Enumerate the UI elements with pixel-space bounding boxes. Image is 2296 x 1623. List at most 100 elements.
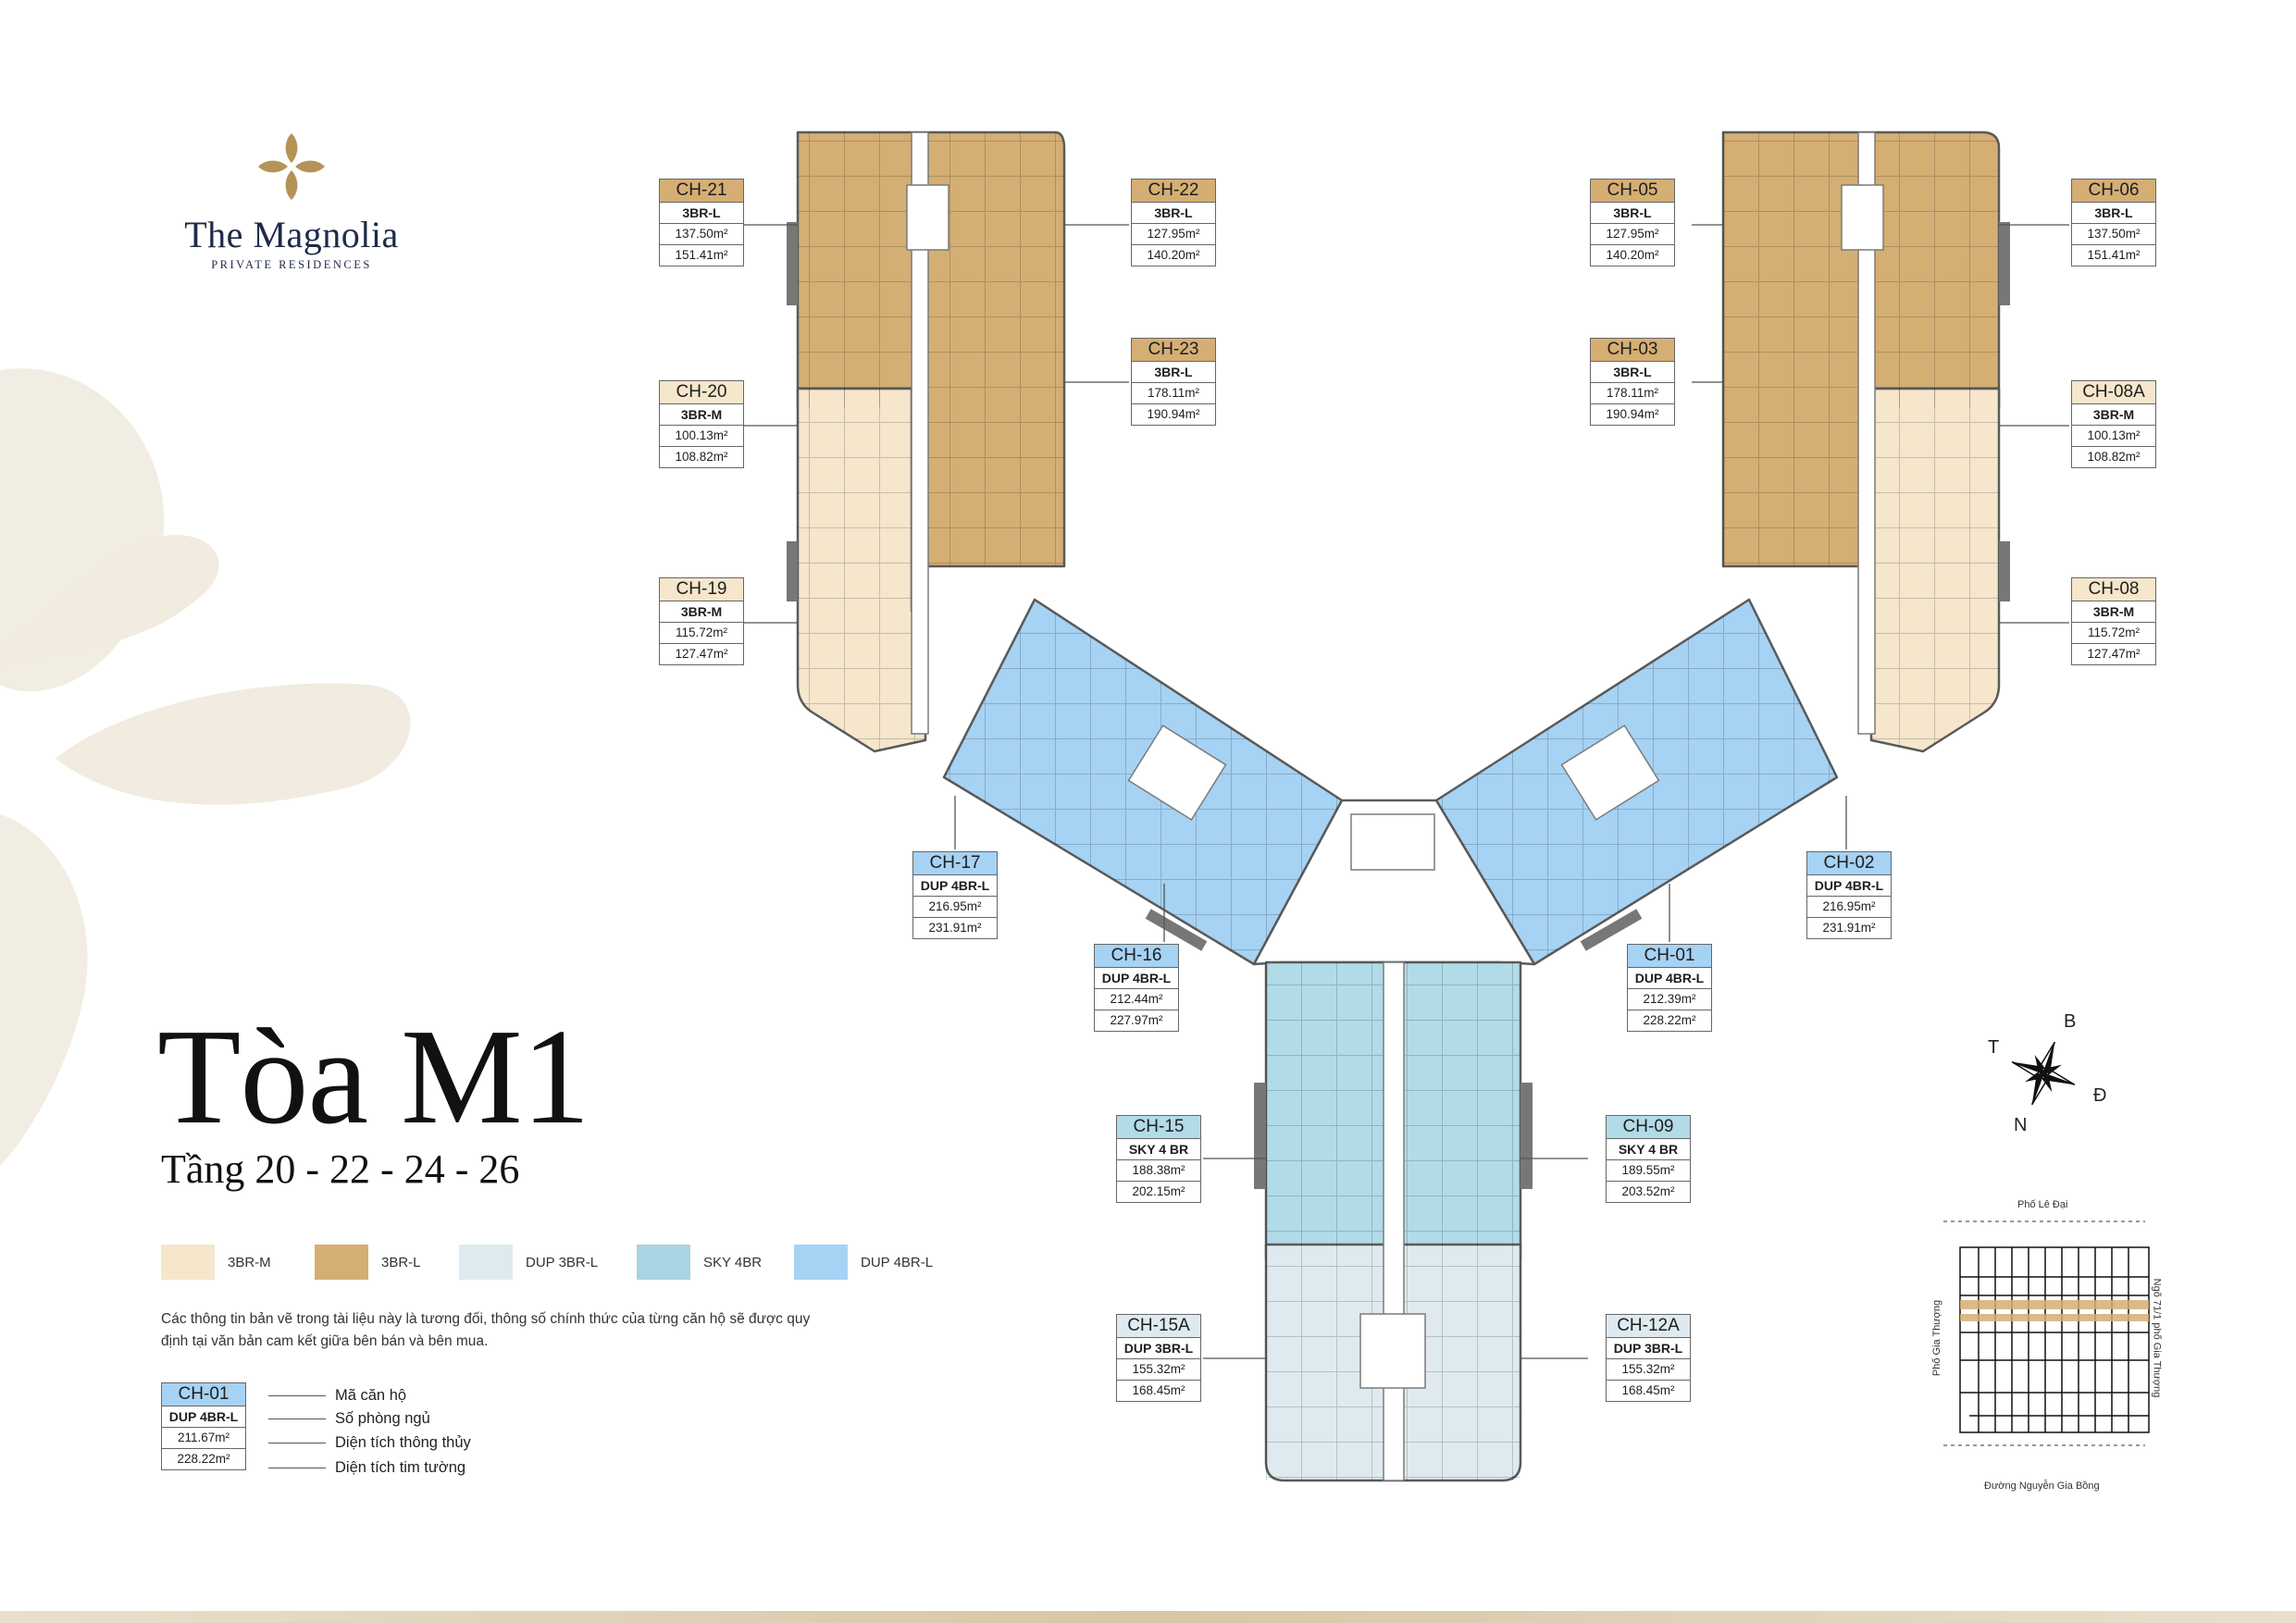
unit-code: CH-19 (659, 577, 744, 601)
unit-type: DUP 3BR-L (1606, 1338, 1691, 1359)
unit-gross-area: 168.45m² (1116, 1381, 1201, 1402)
legend-item-sky-4br: SKY 4BR (637, 1245, 762, 1280)
unit-type: 3BR-M (659, 404, 744, 426)
unit-gross-area: 140.20m² (1590, 245, 1675, 266)
unit-net-area: 211.67m² (161, 1428, 246, 1449)
legend-label: DUP 3BR-L (526, 1254, 599, 1270)
unit-code: CH-03 (1590, 338, 1675, 362)
unit-type: DUP 4BR-L (1627, 968, 1712, 989)
unit-card-ch-15a[interactable]: CH-15A DUP 3BR-L 155.32m² 168.45m² (1116, 1314, 1201, 1402)
unit-type: 3BR-M (2071, 601, 2156, 623)
unit-gross-area: 140.20m² (1131, 245, 1216, 266)
unit-code: CH-17 (912, 851, 998, 875)
unit-type: DUP 4BR-L (1094, 968, 1179, 989)
unit-gross-area: 228.22m² (1627, 1010, 1712, 1032)
unit-type: 3BR-L (1590, 203, 1675, 224)
legend-label: 3BR-L (381, 1254, 421, 1270)
unit-net-area: 115.72m² (659, 623, 744, 644)
unit-net-area: 155.32m² (1606, 1359, 1691, 1381)
unit-card-ch-19[interactable]: CH-19 3BR-M 115.72m² 127.47m² (659, 577, 744, 665)
unit-code: CH-06 (2071, 179, 2156, 203)
unit-code: CH-05 (1590, 179, 1675, 203)
brand-name: The Magnolia (184, 214, 399, 255)
unit-gross-area: 231.91m² (912, 918, 998, 939)
compass-icon: B T Đ N (1988, 1011, 2106, 1135)
unit-card-ch-22[interactable]: CH-22 3BR-L 127.95m² 140.20m² (1131, 179, 1216, 266)
unit-gross-area: 231.91m² (1806, 918, 1892, 939)
key-label-net-area: Diện tích thông thủy (268, 1433, 471, 1452)
unit-net-area: 188.38m² (1116, 1160, 1201, 1182)
compass-south-label: N (2014, 1115, 2027, 1135)
unit-net-area: 178.11m² (1131, 383, 1216, 404)
unit-code: CH-01 (161, 1382, 246, 1406)
unit-net-area: 137.50m² (659, 224, 744, 245)
unit-gross-area: 228.22m² (161, 1449, 246, 1470)
legend-item-dup-4br-l: DUP 4BR-L (794, 1245, 933, 1280)
site-plan-top-street: Phố Lê Đại (2017, 1199, 2068, 1210)
legend-swatch (459, 1245, 513, 1280)
disclaimer-text: Các thông tin bản vẽ trong tài liệu này … (161, 1311, 811, 1349)
unit-net-area: 137.50m² (2071, 224, 2156, 245)
unit-net-area: 127.95m² (1590, 224, 1675, 245)
unit-card-ch-06[interactable]: CH-06 3BR-L 137.50m² 151.41m² (2071, 179, 2156, 266)
unit-card-ch-05[interactable]: CH-05 3BR-L 127.95m² 140.20m² (1590, 179, 1675, 266)
unit-code: CH-15A (1116, 1314, 1201, 1338)
key-label-code: Mã căn hộ (268, 1386, 406, 1405)
unit-type: DUP 4BR-L (912, 875, 998, 897)
unit-card-ch-08a[interactable]: CH-08A 3BR-M 100.13m² 108.82m² (2071, 380, 2156, 468)
unit-gross-area: 151.41m² (2071, 245, 2156, 266)
unit-gross-area: 108.82m² (2071, 447, 2156, 468)
unit-card-ch-12a[interactable]: CH-12A DUP 3BR-L 155.32m² 168.45m² (1606, 1314, 1691, 1402)
compass-north-label: B (2064, 1011, 2076, 1032)
legend-swatch (161, 1245, 215, 1280)
unit-card-ch-23[interactable]: CH-23 3BR-L 178.11m² 190.94m² (1131, 338, 1216, 426)
unit-code: CH-15 (1116, 1115, 1201, 1139)
unit-card-ch-03[interactable]: CH-03 3BR-L 178.11m² 190.94m² (1590, 338, 1675, 426)
unit-code: CH-20 (659, 380, 744, 404)
unit-card-ch-08[interactable]: CH-08 3BR-M 115.72m² 127.47m² (2071, 577, 2156, 665)
unit-type: 3BR-M (659, 601, 744, 623)
unit-gross-area: 108.82m² (659, 447, 744, 468)
unit-code: CH-08A (2071, 380, 2156, 404)
unit-card-ch-02[interactable]: CH-02 DUP 4BR-L 216.95m² 231.91m² (1806, 851, 1892, 939)
unit-type: 3BR-L (1131, 203, 1216, 224)
brand-logo: The Magnolia PRIVATE RESIDENCES (157, 130, 426, 272)
unit-net-area: 216.95m² (1806, 897, 1892, 918)
unit-card-ch-09[interactable]: CH-09 SKY 4 BR 189.55m² 203.52m² (1606, 1115, 1691, 1203)
legend-swatch (315, 1245, 368, 1280)
unit-type: 3BR-L (1131, 362, 1216, 383)
bottom-band (0, 1611, 2296, 1623)
unit-code: CH-08 (2071, 577, 2156, 601)
unit-card-ch-15[interactable]: CH-15 SKY 4 BR 188.38m² 202.15m² (1116, 1115, 1201, 1203)
unit-gross-area: 227.97m² (1094, 1010, 1179, 1032)
unit-type: DUP 4BR-L (161, 1406, 246, 1428)
unit-type: SKY 4 BR (1116, 1139, 1201, 1160)
unit-gross-area: 127.47m² (2071, 644, 2156, 665)
legend-label: 3BR-M (228, 1254, 271, 1270)
key-example-card: CH-01 DUP 4BR-L 211.67m² 228.22m² (161, 1382, 246, 1470)
unit-net-area: 115.72m² (2071, 623, 2156, 644)
unit-type: SKY 4 BR (1606, 1139, 1691, 1160)
unit-card-ch-21[interactable]: CH-21 3BR-L 137.50m² 151.41m² (659, 179, 744, 266)
legend-swatch (794, 1245, 848, 1280)
unit-code: CH-02 (1806, 851, 1892, 875)
unit-gross-area: 127.47m² (659, 644, 744, 665)
unit-code: CH-01 (1627, 944, 1712, 968)
petal-decoration (0, 368, 411, 1166)
unit-card-ch-16[interactable]: CH-16 DUP 4BR-L 212.44m² 227.97m² (1094, 944, 1179, 1032)
unit-gross-area: 151.41m² (659, 245, 744, 266)
unit-type: DUP 4BR-L (1806, 875, 1892, 897)
unit-card-ch-17[interactable]: CH-17 DUP 4BR-L 216.95m² 231.91m² (912, 851, 998, 939)
unit-gross-area: 202.15m² (1116, 1182, 1201, 1203)
unit-card-ch-01[interactable]: CH-01 DUP 4BR-L 212.39m² 228.22m² (1627, 944, 1712, 1032)
unit-gross-area: 203.52m² (1606, 1182, 1691, 1203)
unit-type: 3BR-M (2071, 404, 2156, 426)
unit-code: CH-22 (1131, 179, 1216, 203)
unit-card-ch-20[interactable]: CH-20 3BR-M 100.13m² 108.82m² (659, 380, 744, 468)
unit-net-area: 127.95m² (1131, 224, 1216, 245)
unit-net-area: 155.32m² (1116, 1359, 1201, 1381)
unit-type: 3BR-L (659, 203, 744, 224)
unit-net-area: 100.13m² (2071, 426, 2156, 447)
legend-item-dup-3br-l: DUP 3BR-L (459, 1245, 598, 1280)
